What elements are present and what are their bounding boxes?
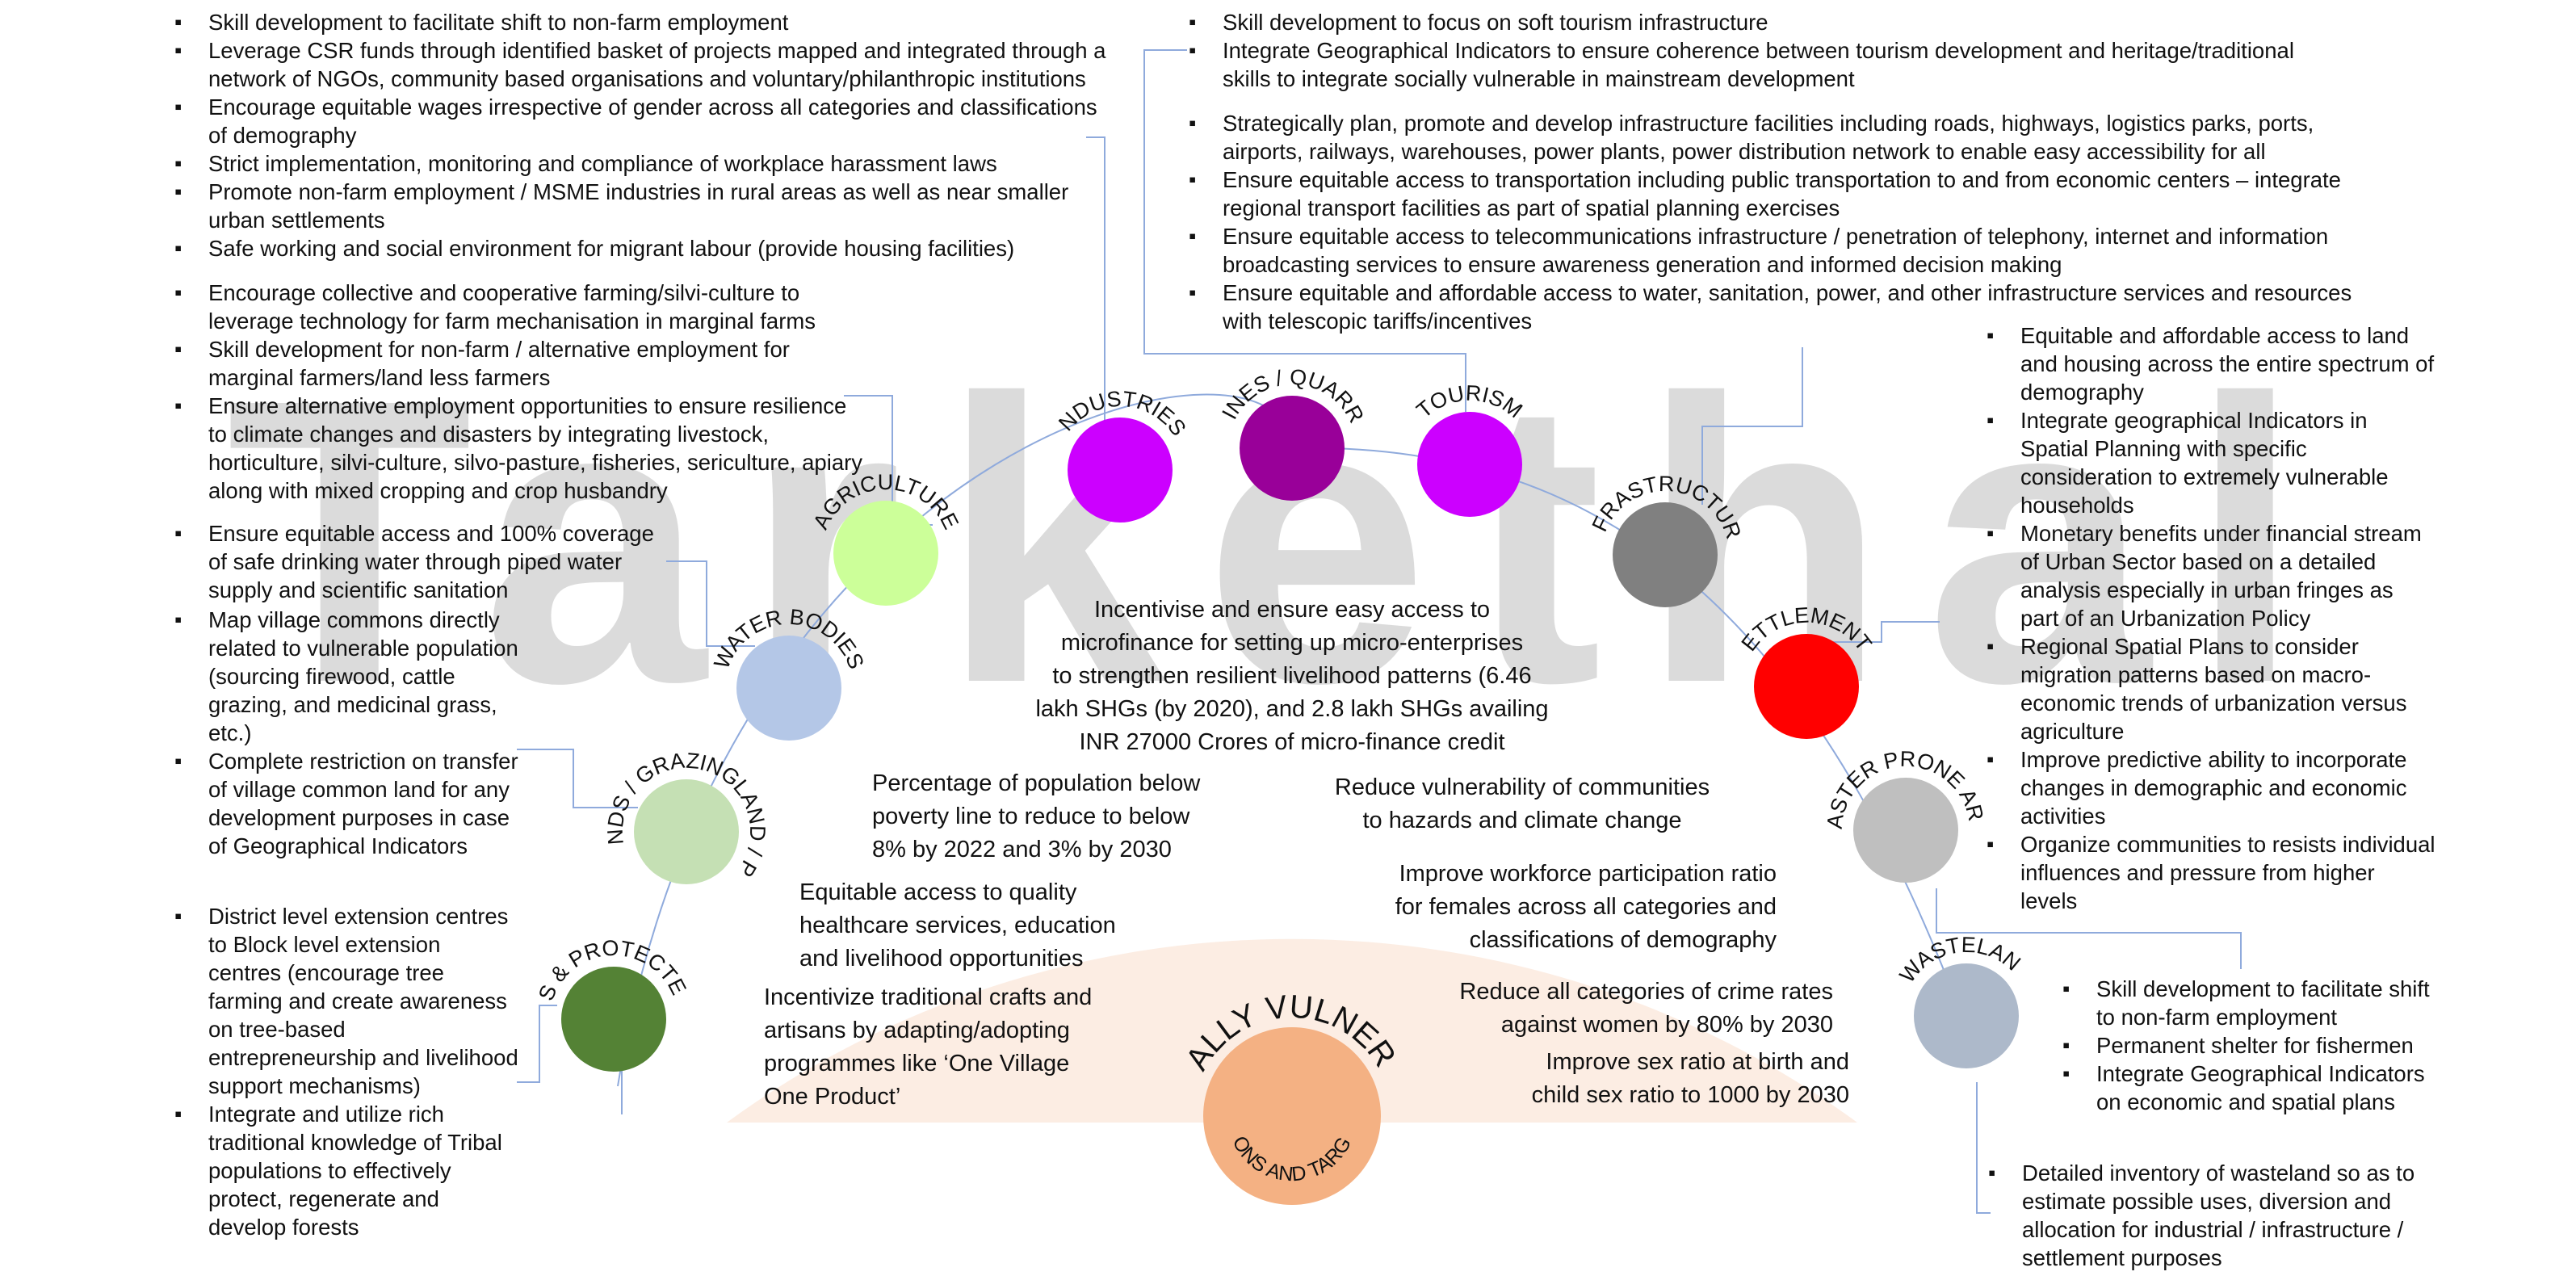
target-line: One Product’: [764, 1084, 901, 1110]
tourism-points: Skill development to focus on soft touri…: [1185, 8, 2300, 93]
wasteland-node: [1914, 963, 2019, 1068]
tourism-point-2: Integrate Geographical Indicators to ens…: [1185, 36, 2300, 93]
water-bodies-point-1: Ensure equitable access and 100% coverag…: [171, 519, 672, 604]
infrastructure-point-2: Ensure equitable access to transportatio…: [1185, 166, 2373, 222]
target-vulnerability: Reduce vulnerability of communities to ha…: [1292, 771, 1752, 837]
settlement-point-6: Organize communities to resists individu…: [1983, 830, 2435, 915]
target-line: microfinance for setting up micro-enterp…: [1060, 630, 1524, 656]
waterbodies-node: [736, 636, 841, 741]
connector-grasslands: [517, 749, 638, 808]
target-line: to hazards and climate change: [1362, 808, 1682, 833]
target-line: Equitable access to quality: [799, 879, 1077, 905]
disaster-point-3: Integrate Geographical Indicators on eco…: [2059, 1060, 2431, 1116]
industries-point-2: Leverage CSR funds through identified ba…: [171, 36, 1108, 93]
target-crafts: Incentivize traditional crafts and artisa…: [764, 981, 1168, 1114]
grasslands-node: [634, 779, 739, 884]
target-line: Improve workforce participation ratio: [1399, 861, 1777, 887]
agriculture-node: [833, 501, 938, 606]
target-microfinance: Incentivise and ensure easy access to mic…: [1009, 594, 1575, 759]
industries-node: [1068, 418, 1173, 522]
disaster-point-1: Skill development to facilitate shift to…: [2059, 975, 2431, 1031]
target-line: Reduce vulnerability of communities: [1334, 774, 1710, 800]
target-line: Incentivise and ensure easy access to: [1093, 597, 1491, 623]
connector-infrastructure: [1701, 347, 1803, 505]
settlement-point-5: Improve predictive ability to incorporat…: [1983, 745, 2435, 830]
target-line: Improve sex ratio at birth and: [1546, 1049, 1849, 1075]
connector-forests: [517, 1005, 557, 1083]
target-line: for females across all categories and: [1395, 894, 1777, 920]
target-line: and livelihood opportunities: [799, 946, 1084, 972]
agriculture-point-2: Skill development for non-farm / alterna…: [171, 335, 866, 392]
infrastructure-point-4: Ensure equitable and affordable access t…: [1185, 279, 2373, 335]
target-crime: Reduce all categories of crime rates agai…: [1373, 976, 1833, 1042]
settlement-point-1: Equitable and affordable access to land …: [1983, 321, 2435, 406]
industries-point-6: Safe working and social environment for …: [171, 234, 1108, 262]
disaster-point-2: Permanent shelter for fishermen: [2059, 1031, 2431, 1060]
connector-tourism: [1143, 49, 1466, 412]
forest-point-2: Integrate and utilize rich traditional k…: [171, 1100, 518, 1241]
settlement-point-2: Integrate geographical Indicators in Spa…: [1983, 406, 2435, 519]
target-line: poverty line to reduce to below: [872, 804, 1190, 829]
target-line: Percentage of population below: [872, 770, 1201, 796]
target-line: against women by 80% by 2030: [1500, 1012, 1833, 1038]
tourism-point-1: Skill development to focus on soft touri…: [1185, 8, 2300, 36]
industries-point-1: Skill development to facilitate shift to…: [171, 8, 1108, 36]
wasteland-points: Detailed inventory of wasteland so as to…: [1985, 1159, 2429, 1272]
target-healthcare: Equitable access to quality healthcare se…: [799, 876, 1252, 976]
infrastructure-node: [1613, 502, 1718, 607]
target-line: artisans by adapting/adopting: [764, 1018, 1070, 1043]
forest-points: District level extension centres to Bloc…: [171, 902, 518, 1241]
grassland-points: Map village commons directly related to …: [171, 606, 518, 860]
connector-waterbodies: [666, 560, 755, 647]
agriculture-point-3: Ensure alternative employment opportunit…: [171, 392, 866, 505]
connector-disaster: [1936, 888, 2242, 969]
target-line: Reduce all categories of crime rates: [1459, 979, 1833, 1005]
industries-point-5: Promote non-farm employment / MSME indus…: [171, 178, 1108, 234]
target-line: child sex ratio to 1000 by 2030: [1531, 1082, 1849, 1108]
center-circle: [1203, 1027, 1381, 1205]
forest-point-1: District level extension centres to Bloc…: [171, 902, 518, 1100]
water-bodies-points: Ensure equitable access and 100% coverag…: [171, 519, 672, 604]
grassland-point-1: Map village commons directly related to …: [171, 606, 518, 747]
target-line: Incentivize traditional crafts and: [764, 984, 1093, 1010]
infrastructure-point-3: Ensure equitable access to telecommunica…: [1185, 222, 2373, 279]
settlements-node: [1754, 634, 1859, 739]
industries-point-4: Strict implementation, monitoring and co…: [171, 149, 1108, 178]
disaster-node: [1853, 778, 1958, 883]
target-line: healthcare services, education: [799, 913, 1116, 938]
target-sex-ratio: Improve sex ratio at birth and child sex …: [1373, 1046, 1849, 1112]
target-line: INR 27000 Crores of micro-finance credit: [1079, 729, 1505, 755]
grassland-point-2: Complete restriction on transfer of vill…: [171, 747, 518, 860]
disaster-points: Skill development to facilitate shift to…: [2059, 975, 2431, 1116]
settlement-points: Equitable and affordable access to land …: [1983, 321, 2435, 915]
target-poverty-line: Percentage of population below poverty li…: [872, 767, 1324, 867]
target-line: programmes like ‘One Village: [764, 1051, 1070, 1076]
connector-settlements: [1825, 621, 1940, 643]
forests-node: [561, 967, 666, 1072]
settlement-point-3: Monetary benefits under financial stream…: [1983, 519, 2435, 632]
target-line: lakh SHGs (by 2020), and 2.8 lakh SHGs a…: [1035, 696, 1549, 722]
target-line: to strengthen resilient livelihood patte…: [1052, 663, 1532, 689]
infrastructure-point-1: Strategically plan, promote and develop …: [1185, 109, 2373, 166]
tourism-node: [1417, 412, 1522, 517]
industries-point-3: Encourage equitable wages irrespective o…: [171, 93, 1108, 149]
mines-node: [1240, 396, 1345, 501]
target-workforce: Improve workforce participation ratio for…: [1316, 858, 1777, 957]
agriculture-points: Encourage collective and cooperative far…: [171, 279, 866, 505]
industries-points: Skill development to facilitate shift to…: [171, 8, 1108, 262]
agriculture-point-1: Encourage collective and cooperative far…: [171, 279, 866, 335]
target-line: 8% by 2022 and 3% by 2030: [872, 837, 1172, 862]
infrastructure-points: Strategically plan, promote and develop …: [1185, 109, 2373, 335]
wasteland-point-1: Detailed inventory of wasteland so as to…: [1985, 1159, 2429, 1272]
settlement-point-4: Regional Spatial Plans to consider migra…: [1983, 632, 2435, 745]
target-line: classifications of demography: [1469, 927, 1777, 953]
